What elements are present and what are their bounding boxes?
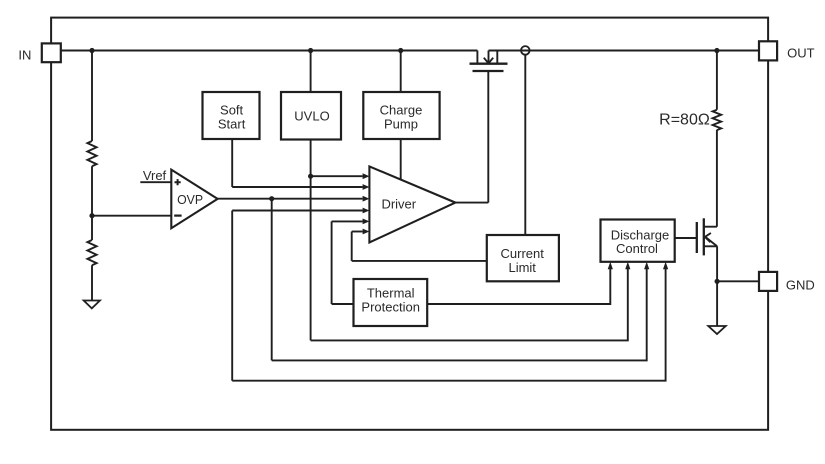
svg-text:GND: GND (786, 278, 815, 293)
svg-text:Thermal: Thermal (367, 286, 415, 301)
svg-text:UVLO: UVLO (294, 109, 329, 124)
svg-text:Driver: Driver (381, 196, 416, 211)
svg-text:Start: Start (218, 116, 246, 131)
svg-text:IN: IN (18, 47, 31, 62)
svg-text:OUT: OUT (787, 46, 815, 61)
svg-text:Control: Control (616, 241, 658, 256)
svg-text:Vref: Vref (143, 168, 167, 183)
svg-text:OVP: OVP (177, 192, 203, 207)
svg-text:Current: Current (501, 246, 545, 261)
svg-text:Pump: Pump (384, 116, 418, 131)
svg-text:R=80Ω: R=80Ω (659, 112, 710, 129)
svg-text:Limit: Limit (508, 260, 536, 275)
svg-text:Protection: Protection (361, 300, 420, 315)
svg-text:Soft: Soft (220, 103, 244, 118)
svg-text:Charge: Charge (380, 102, 423, 117)
svg-text:Discharge: Discharge (611, 227, 670, 242)
